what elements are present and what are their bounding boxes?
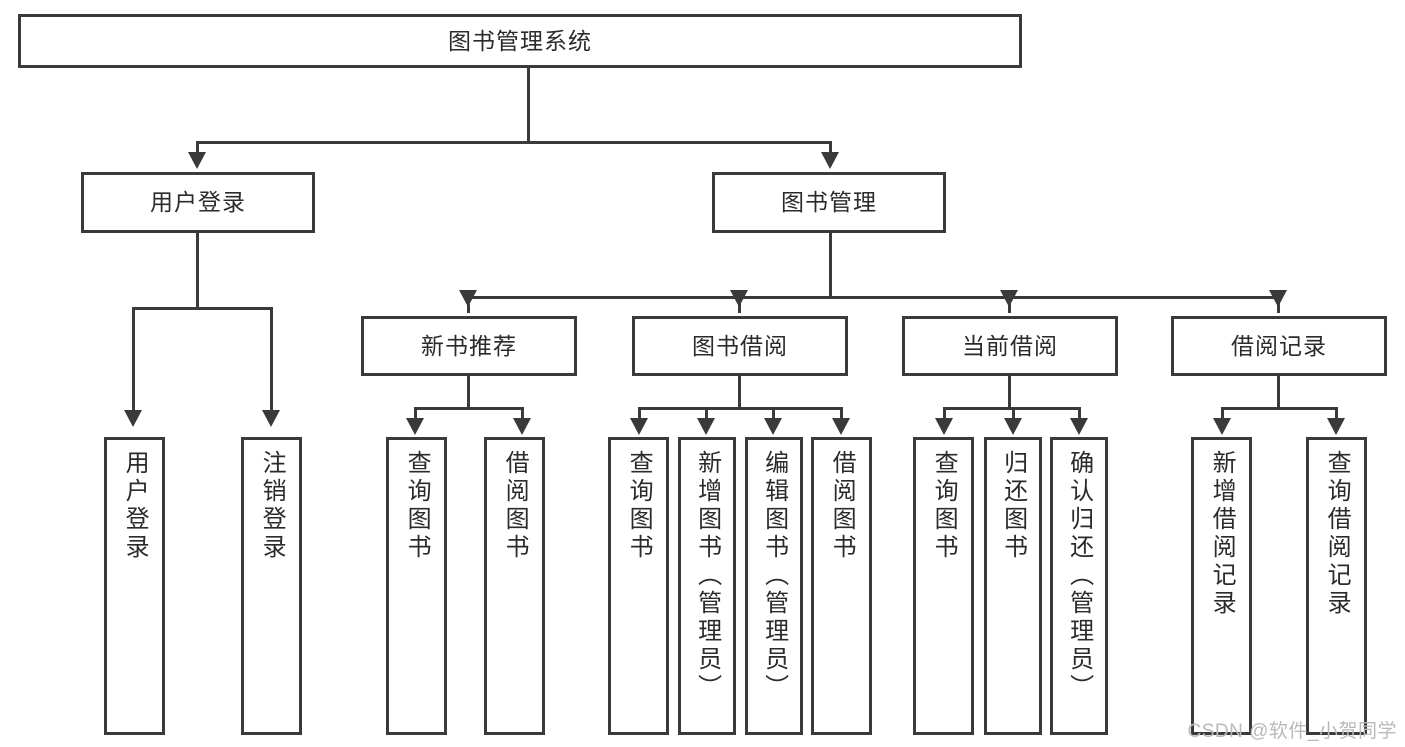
connector-borrow-leaf1	[638, 407, 641, 421]
node-current-borrow[interactable]: 当前借阅	[902, 316, 1118, 376]
connector-borrow-down	[738, 376, 741, 410]
node-label: 查询图书	[625, 450, 653, 562]
arrow-borrow-leaf3	[764, 418, 782, 435]
leaf-query-borrow-record[interactable]: 查询借阅记录	[1306, 437, 1367, 735]
connector-login-bus	[132, 307, 273, 310]
arrow-record-leaf1	[1213, 418, 1231, 435]
arrow-root-to-login	[188, 152, 206, 169]
arrow-bookmgmt-to-newbook	[459, 290, 477, 307]
node-new-book-recommend[interactable]: 新书推荐	[361, 316, 577, 376]
leaf-borrow-book-recommend[interactable]: 借阅图书	[484, 437, 545, 735]
node-label: 查询借阅记录	[1323, 450, 1351, 618]
leaf-borrow-book[interactable]: 借阅图书	[811, 437, 872, 735]
leaf-user-login[interactable]: 用户登录	[104, 437, 165, 735]
arrow-borrow-leaf1	[630, 418, 648, 435]
node-root-system[interactable]: 图书管理系统	[18, 14, 1022, 68]
connector-record-leaf2	[1335, 407, 1338, 421]
node-label: 新增图书（管理员）	[693, 450, 721, 702]
connector-root-to-login	[196, 141, 199, 158]
leaf-add-book-admin[interactable]: 新增图书（管理员）	[678, 437, 736, 735]
connector-newbook-bus	[414, 407, 524, 410]
connector-root-to-bookmgmt	[829, 141, 832, 158]
node-label: 借阅图书	[828, 450, 856, 562]
connector-current-leaf3	[1078, 407, 1081, 421]
node-borrow-record[interactable]: 借阅记录	[1171, 316, 1387, 376]
node-book-borrow[interactable]: 图书借阅	[632, 316, 848, 376]
arrow-current-leaf2	[1004, 418, 1022, 435]
node-label: 注销登录	[258, 450, 286, 562]
connector-borrow-bus	[638, 407, 843, 410]
arrow-bookmgmt-to-current	[1000, 290, 1018, 307]
connector-record-bus	[1221, 407, 1338, 410]
node-label: 用户登录	[121, 450, 149, 562]
arrow-current-leaf1	[935, 418, 953, 435]
connector-login-down	[196, 233, 199, 309]
connector-current-leaf1	[943, 407, 946, 421]
leaf-logout[interactable]: 注销登录	[241, 437, 302, 735]
connector-newbook-down	[467, 376, 470, 410]
connector-record-leaf1	[1221, 407, 1224, 421]
connector-bookmgmt-down	[829, 233, 832, 299]
connector-current-down	[1008, 376, 1011, 410]
node-label: 图书借阅	[692, 332, 788, 359]
connector-newbook-leaf1	[414, 407, 417, 421]
arrow-bookmgmt-to-record	[1269, 290, 1287, 307]
arrow-newbook-leaf2	[513, 418, 531, 435]
node-label: 借阅记录	[1231, 332, 1327, 359]
arrow-current-leaf3	[1070, 418, 1088, 435]
arrow-borrow-leaf4	[832, 418, 850, 435]
node-label: 查询图书	[930, 450, 958, 562]
arrow-login-leaf1	[124, 410, 142, 427]
node-label: 新书推荐	[421, 332, 517, 359]
connector-borrow-leaf2	[705, 407, 708, 421]
arrow-newbook-leaf1	[406, 418, 424, 435]
leaf-return-book[interactable]: 归还图书	[984, 437, 1042, 735]
connector-current-leaf2	[1012, 407, 1015, 421]
arrow-login-leaf2	[262, 410, 280, 427]
connector-current-bus	[943, 407, 1080, 410]
connector-borrow-leaf3	[772, 407, 775, 421]
node-label: 图书管理	[781, 189, 877, 216]
node-label: 查询图书	[403, 450, 431, 562]
node-label: 图书管理系统	[448, 27, 592, 54]
node-label: 用户登录	[150, 189, 246, 216]
node-label: 确认归还（管理员）	[1065, 450, 1093, 702]
node-label: 当前借阅	[962, 332, 1058, 359]
connector-root-bus	[196, 141, 832, 144]
connector-bookmgmt-bus	[467, 296, 1279, 299]
arrow-root-to-bookmgmt	[821, 152, 839, 169]
connector-record-down	[1277, 376, 1280, 410]
connector-root-down	[527, 68, 530, 143]
node-label: 归还图书	[999, 450, 1027, 562]
leaf-add-borrow-record[interactable]: 新增借阅记录	[1191, 437, 1252, 735]
node-book-management[interactable]: 图书管理	[712, 172, 946, 233]
arrow-record-leaf2	[1327, 418, 1345, 435]
leaf-edit-book-admin[interactable]: 编辑图书（管理员）	[745, 437, 803, 735]
node-user-login[interactable]: 用户登录	[81, 172, 315, 233]
leaf-query-book-borrow[interactable]: 查询图书	[608, 437, 669, 735]
connector-login-leaf2	[270, 307, 273, 414]
leaf-query-book-current[interactable]: 查询图书	[913, 437, 974, 735]
connector-login-leaf1	[132, 307, 135, 414]
leaf-query-book-recommend[interactable]: 查询图书	[386, 437, 447, 735]
connector-newbook-leaf2	[521, 407, 524, 421]
arrow-bookmgmt-to-borrow	[730, 290, 748, 307]
leaf-confirm-return-admin[interactable]: 确认归还（管理员）	[1050, 437, 1108, 735]
connector-borrow-leaf4	[840, 407, 843, 421]
node-label: 借阅图书	[501, 450, 529, 562]
arrow-borrow-leaf2	[697, 418, 715, 435]
node-label: 新增借阅记录	[1208, 450, 1236, 618]
node-label: 编辑图书（管理员）	[760, 450, 788, 702]
